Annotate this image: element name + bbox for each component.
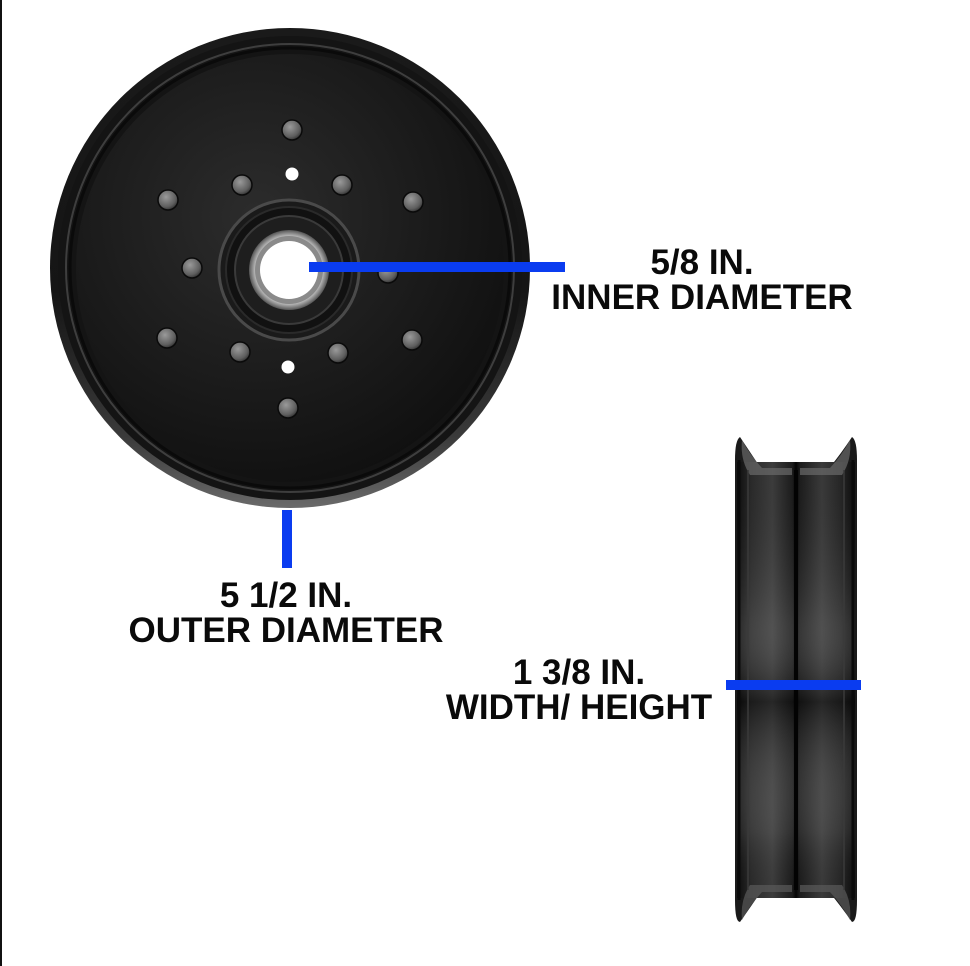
inner-diameter-label: 5/8 IN. INNER DIAMETER — [527, 245, 877, 315]
through-hole-top — [285, 167, 299, 181]
outer-diameter-dimension-line — [282, 510, 292, 568]
inner-diameter-caption: INNER DIAMETER — [551, 278, 853, 317]
outer-diameter-caption: OUTER DIAMETER — [128, 611, 444, 650]
inner-diameter-value: 5/8 IN. — [650, 243, 754, 282]
pulley-front-view — [50, 28, 530, 508]
inner-diameter-dimension-line — [309, 262, 565, 272]
pulley-side-view — [735, 437, 857, 922]
width-height-label: 1 3/8 IN. WIDTH/ HEIGHT — [426, 655, 732, 725]
image-left-border — [0, 0, 2, 966]
through-hole-bottom — [281, 360, 295, 374]
width-height-value: 1 3/8 IN. — [512, 653, 646, 692]
outer-diameter-label: 5 1/2 IN. OUTER DIAMETER — [104, 578, 468, 648]
width-dimension-line — [726, 680, 861, 690]
width-height-caption: WIDTH/ HEIGHT — [445, 688, 713, 727]
outer-diameter-value: 5 1/2 IN. — [219, 576, 353, 615]
bearing-hub — [217, 198, 361, 342]
